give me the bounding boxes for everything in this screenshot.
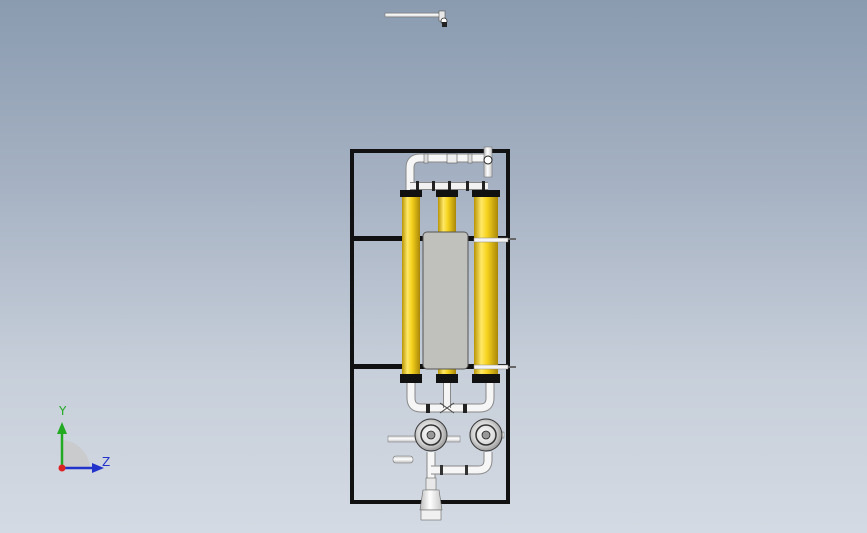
y-axis-arrow-icon xyxy=(57,422,67,434)
membrane-vessel-3[interactable] xyxy=(472,190,500,383)
axis-plane-fill xyxy=(62,440,90,468)
z-axis-label: Z xyxy=(102,455,111,469)
floating-pipe-part[interactable] xyxy=(384,10,448,27)
pipe-stub[interactable] xyxy=(392,455,414,464)
pump-left[interactable] xyxy=(387,418,461,452)
pump-right[interactable] xyxy=(469,418,505,452)
membrane-vessel-1[interactable] xyxy=(400,190,422,383)
y-axis-label: Y xyxy=(59,404,67,418)
x-axis-dot-icon xyxy=(58,464,66,472)
control-panel[interactable] xyxy=(422,231,469,370)
vessel-clamps xyxy=(473,237,509,370)
axis-triad[interactable]: Y Z xyxy=(50,404,120,480)
bottom-manifold[interactable] xyxy=(406,383,495,414)
outlet-piping[interactable] xyxy=(419,452,493,521)
z-axis-arrow-icon xyxy=(92,463,104,473)
top-manifold[interactable] xyxy=(405,146,493,192)
